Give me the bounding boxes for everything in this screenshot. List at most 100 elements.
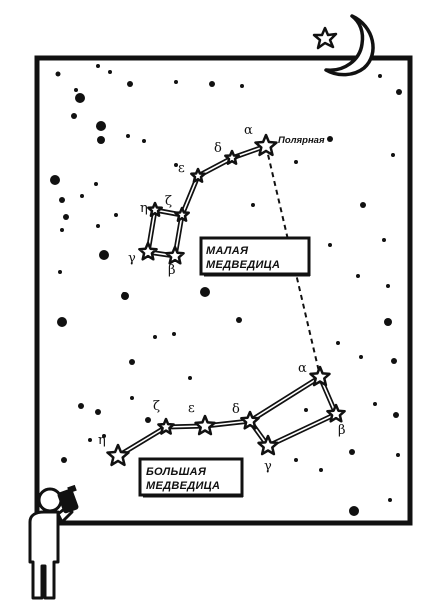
ld-epsilon-label: ε bbox=[178, 161, 185, 176]
background-star bbox=[388, 498, 392, 502]
background-star bbox=[63, 214, 69, 220]
ld-zeta-label: ζ bbox=[165, 194, 172, 209]
sky-star-icon bbox=[312, 26, 338, 50]
background-star bbox=[356, 274, 360, 278]
background-star bbox=[349, 506, 359, 516]
ld-beta-star bbox=[165, 245, 185, 265]
background-star bbox=[58, 270, 62, 274]
ld-gamma-star bbox=[138, 241, 158, 261]
background-star bbox=[121, 292, 129, 300]
bd-beta-label: β bbox=[338, 423, 346, 438]
big-dipper-name-box: БОЛЬШАЯ МЕДВЕДИЦА bbox=[138, 457, 244, 498]
ld-delta-label: δ bbox=[214, 141, 222, 156]
little-dipper-name-box: МАЛАЯ МЕДВЕДИЦА bbox=[199, 236, 311, 277]
bd-delta-label: δ bbox=[232, 402, 240, 417]
big-dipper-lines bbox=[116, 374, 339, 459]
ld-beta-label: β bbox=[168, 263, 176, 278]
bd-beta-star bbox=[326, 403, 346, 423]
background-star bbox=[378, 74, 382, 78]
background-star bbox=[96, 64, 100, 68]
big-dipper-name-line1: БОЛЬШАЯ bbox=[146, 466, 207, 478]
background-star bbox=[209, 81, 215, 87]
background-star bbox=[240, 84, 244, 88]
polaris-name-label: Полярная bbox=[278, 135, 325, 146]
background-star bbox=[319, 468, 323, 472]
background-star bbox=[153, 335, 157, 339]
background-star bbox=[251, 203, 255, 207]
bd-epsilon-star bbox=[194, 414, 216, 436]
big-dipper-name-line2: МЕДВЕДИЦА bbox=[146, 480, 220, 492]
background-star bbox=[373, 402, 377, 406]
background-star bbox=[200, 287, 210, 297]
moon-icon bbox=[324, 14, 375, 77]
bd-eta-label: η bbox=[98, 433, 106, 448]
ld-alpha-label: α bbox=[244, 123, 253, 138]
background-star bbox=[95, 409, 101, 415]
background-star bbox=[61, 457, 67, 463]
background-star bbox=[96, 121, 106, 131]
little-dipper-name-line2: МЕДВЕДИЦА bbox=[206, 259, 280, 271]
background-star bbox=[96, 224, 100, 228]
bd-eta-star bbox=[106, 443, 130, 467]
background-star bbox=[384, 318, 392, 326]
background-star bbox=[328, 243, 332, 247]
background-star bbox=[174, 163, 178, 167]
background-star bbox=[80, 194, 84, 198]
ld-eta-label: η bbox=[140, 201, 148, 216]
background-star bbox=[99, 250, 109, 260]
bd-zeta-label: ζ bbox=[153, 399, 160, 414]
background-star bbox=[327, 136, 333, 142]
background-star bbox=[294, 160, 298, 164]
ld-gamma-label: γ bbox=[128, 251, 136, 266]
background-star bbox=[386, 284, 390, 288]
ld-epsilon-star bbox=[190, 167, 206, 183]
bd-zeta-star bbox=[157, 417, 175, 435]
background-star bbox=[304, 408, 308, 412]
background-star bbox=[88, 438, 92, 442]
background-star bbox=[188, 376, 192, 380]
ld-zeta-star bbox=[174, 206, 190, 222]
background-star bbox=[336, 341, 340, 345]
ld-alpha-star bbox=[254, 133, 278, 157]
background-star bbox=[97, 136, 105, 144]
background-star bbox=[393, 412, 399, 418]
background-star bbox=[102, 434, 106, 438]
background-star bbox=[391, 358, 397, 364]
little-dipper-name-line1: МАЛАЯ bbox=[206, 245, 249, 257]
background-star bbox=[55, 71, 61, 77]
background-star bbox=[142, 139, 146, 143]
background-star bbox=[391, 153, 395, 157]
background-star bbox=[129, 359, 135, 365]
background-star bbox=[71, 113, 77, 119]
background-star bbox=[349, 449, 355, 455]
background-star bbox=[172, 332, 176, 336]
background-star bbox=[359, 355, 363, 359]
background-star bbox=[114, 213, 118, 217]
bd-gamma-star bbox=[257, 434, 279, 456]
background-star bbox=[145, 417, 151, 423]
background-star bbox=[60, 228, 64, 232]
background-star bbox=[382, 238, 386, 242]
background-star bbox=[174, 80, 178, 84]
bd-alpha-label: α bbox=[298, 361, 307, 376]
background-star bbox=[130, 396, 134, 400]
bd-alpha-star bbox=[309, 365, 331, 387]
background-star bbox=[75, 93, 85, 103]
binoculars-icon bbox=[57, 484, 79, 514]
sky-frame bbox=[34, 55, 413, 526]
background-star bbox=[74, 88, 78, 92]
background-star bbox=[94, 182, 98, 186]
constellation-stars bbox=[106, 133, 346, 467]
background-star bbox=[294, 458, 298, 462]
bd-epsilon-label: ε bbox=[188, 401, 195, 416]
ld-delta-star bbox=[224, 149, 240, 165]
background-star bbox=[108, 70, 112, 74]
bd-gamma-label: γ bbox=[264, 459, 272, 474]
background-star bbox=[50, 175, 60, 185]
background-star bbox=[360, 202, 366, 208]
background-star bbox=[126, 134, 130, 138]
background-star bbox=[236, 317, 242, 323]
background-star bbox=[57, 317, 67, 327]
background-star bbox=[59, 197, 65, 203]
